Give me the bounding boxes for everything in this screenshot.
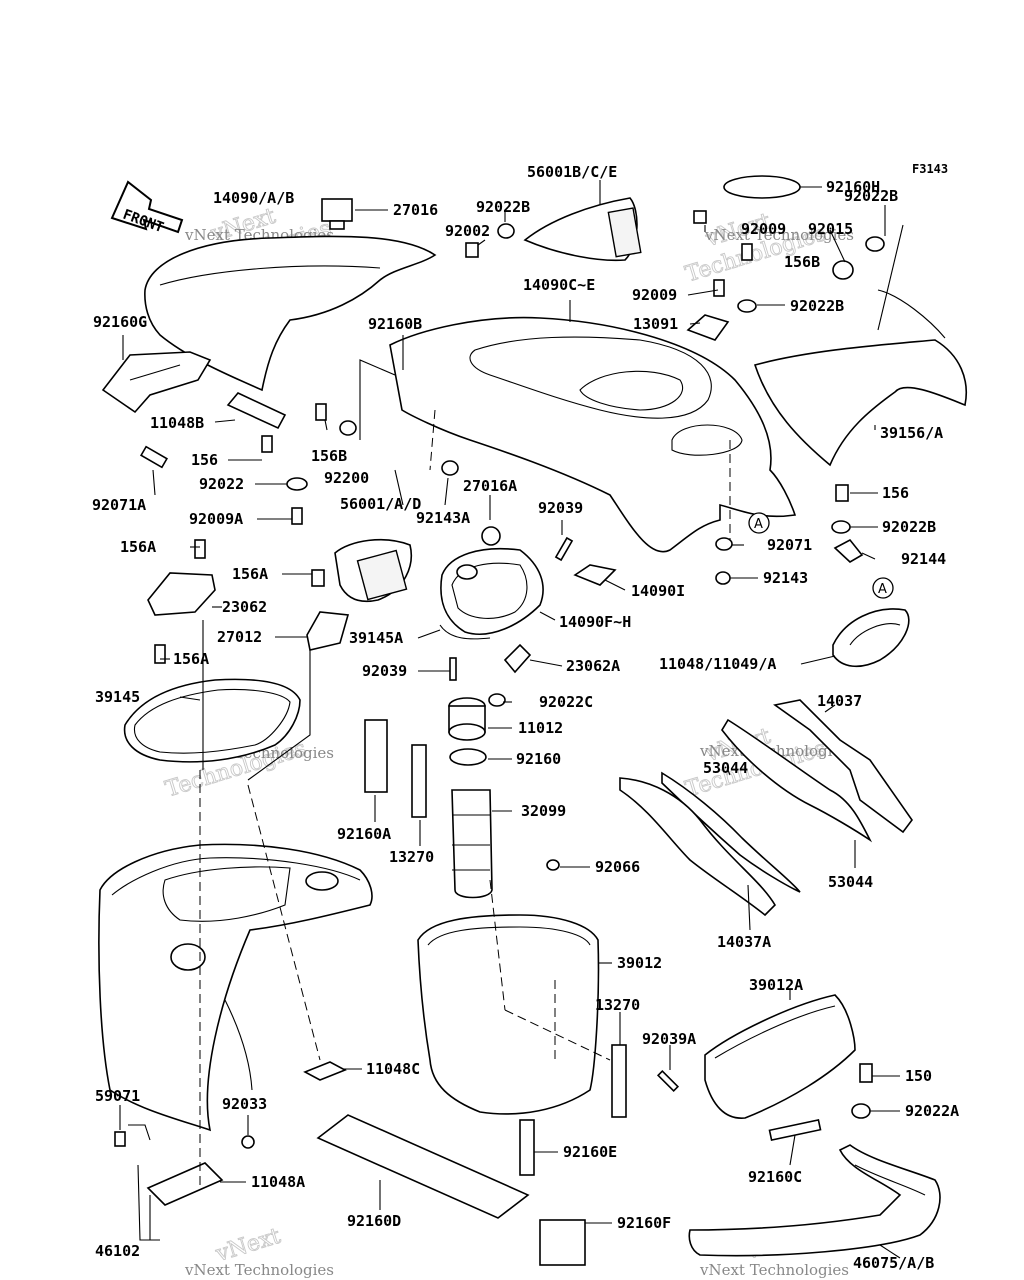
part-label: 150: [905, 1067, 932, 1085]
front-arrow-icon: FRONT: [110, 180, 184, 236]
part-label: 156: [882, 484, 909, 502]
part-label: 11012: [518, 719, 563, 737]
part-label: 92015: [808, 220, 853, 238]
part-label: 13270: [595, 996, 640, 1014]
part-label: 156A: [173, 650, 209, 668]
ref-marker-a: A: [872, 577, 894, 599]
part-label: 46102: [95, 1242, 140, 1260]
leader-lines: [119, 180, 904, 1259]
watermark-text: vNext Technologies: [704, 226, 854, 244]
part-labels: 14090/A/B 27016 56001B/C/E 92160H 92022B…: [92, 163, 959, 1272]
part-label: 27016: [393, 201, 438, 219]
part-label: 14090/A/B: [213, 189, 294, 207]
part-label: 46075/A/B: [853, 1254, 934, 1272]
part-label: 14090C~E: [523, 276, 595, 294]
part-label: 92071: [767, 536, 812, 554]
part-label: 14037: [817, 692, 862, 710]
part-label: 11048B: [150, 414, 204, 432]
part-label: 53044: [703, 759, 748, 777]
part-label: 92160A: [337, 825, 391, 843]
part-label: 13270: [389, 848, 434, 866]
part-label: 23062: [222, 598, 267, 616]
part-label: 14037A: [717, 933, 771, 951]
watermark-text: vNext Technologies: [699, 1261, 849, 1279]
part-label: 156: [191, 451, 218, 469]
part-label: 23062A: [566, 657, 620, 675]
part-label: 92022B: [790, 297, 844, 315]
part-label: 92143: [763, 569, 808, 587]
part-label: 156A: [232, 565, 268, 583]
part-label: 92009A: [189, 510, 243, 528]
part-label: 92160H: [826, 178, 880, 196]
part-label: 39145A: [349, 629, 403, 647]
part-label: 92022B: [844, 187, 898, 205]
part-label: 156A: [120, 538, 156, 556]
ref-marker-label: A: [754, 517, 763, 532]
part-label: 92002: [445, 222, 490, 240]
part-label: 92022B: [476, 198, 530, 216]
part-label: 92144: [901, 550, 946, 568]
diagram-code: F3143: [912, 162, 948, 176]
part-label: 13091: [633, 315, 678, 333]
part-label: 27012: [217, 628, 262, 646]
part-label: 27016A: [463, 477, 517, 495]
alignment-lines: [199, 409, 731, 1190]
part-label: 92022B: [882, 518, 936, 536]
part-label: 92039A: [642, 1030, 696, 1048]
part-label: 14090I: [631, 582, 685, 600]
part-label: 11048C: [366, 1060, 420, 1078]
part-label: 11048A: [251, 1173, 305, 1191]
part-label: 39156/A: [880, 424, 943, 442]
part-label: 39145: [95, 688, 140, 706]
part-label: 56001/A/D: [340, 495, 421, 513]
part-label: 156B: [311, 447, 347, 465]
part-label: 92039: [362, 662, 407, 680]
part-label: 92033: [222, 1095, 267, 1113]
part-label: 92039: [538, 499, 583, 517]
part-label: 92022A: [905, 1102, 959, 1120]
part-label: 92022C: [539, 693, 593, 711]
part-label: 92066: [595, 858, 640, 876]
part-label: 39012A: [749, 976, 803, 994]
part-label: 92160: [516, 750, 561, 768]
part-label: 92160E: [563, 1143, 617, 1161]
part-label: 53044: [828, 873, 873, 891]
part-label: 32099: [521, 802, 566, 820]
part-label: 59071: [95, 1087, 140, 1105]
part-label: 92022: [199, 475, 244, 493]
part-label: 92160F: [617, 1214, 671, 1232]
part-label: 92160B: [368, 315, 422, 333]
part-label: 92009: [632, 286, 677, 304]
part-label: 92160G: [93, 313, 147, 331]
ref-marker-a: A: [748, 512, 770, 534]
watermark-text: vNext Technologies: [184, 1261, 334, 1279]
parts-artwork: [98, 175, 967, 1266]
part-label: 14090F~H: [559, 613, 631, 631]
part-label: 11048/11049/A: [659, 655, 776, 673]
part-label: 92160C: [748, 1168, 802, 1186]
part-label: 156B: [784, 253, 820, 271]
part-label: 92160D: [347, 1212, 401, 1230]
part-label: 56001B/C/E: [527, 163, 617, 181]
part-label: 92200: [324, 469, 369, 487]
ref-marker-label: A: [878, 582, 887, 597]
part-label: 92071A: [92, 496, 146, 514]
part-label: 39012: [617, 954, 662, 972]
part-label: 92143A: [416, 509, 470, 527]
part-label: 92009: [741, 220, 786, 238]
